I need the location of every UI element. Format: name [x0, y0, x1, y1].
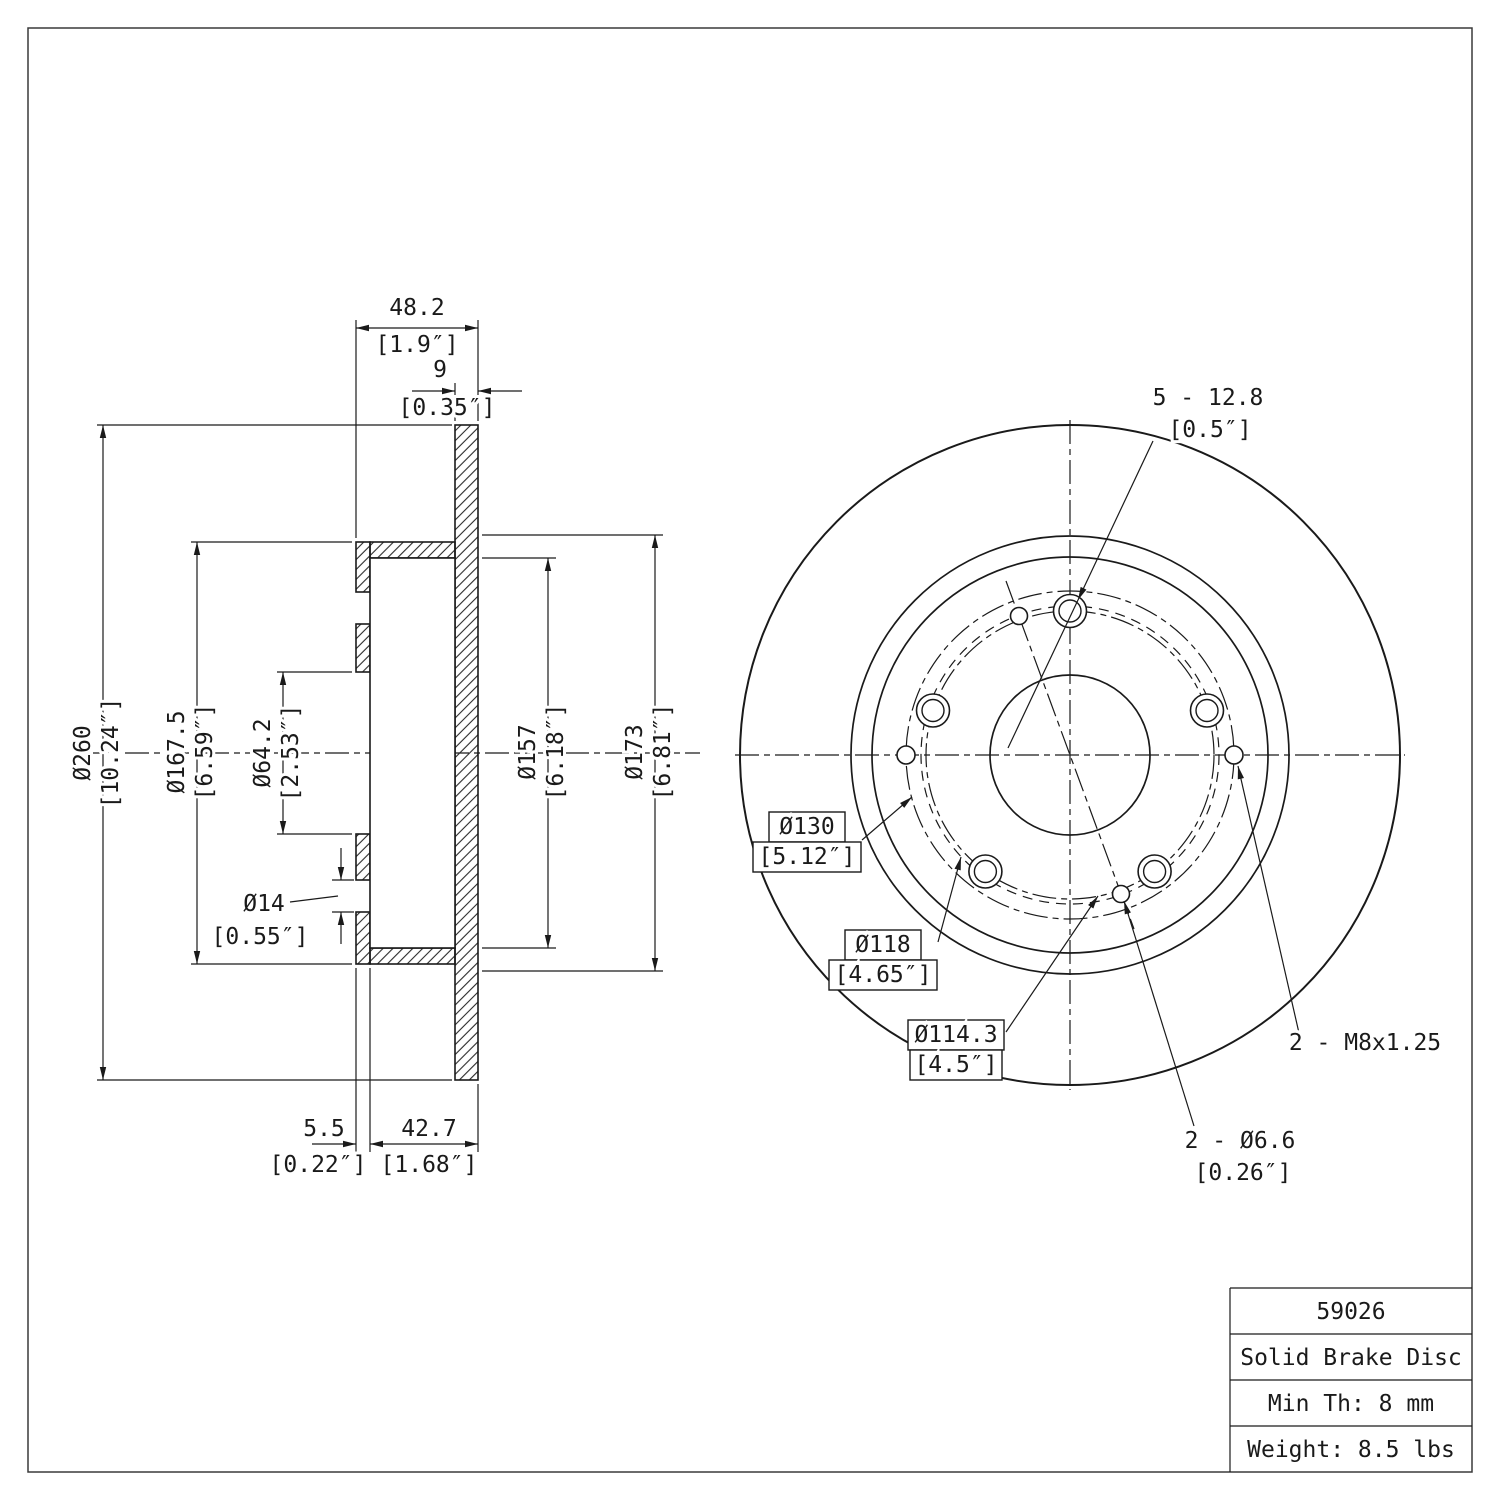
front-centerline-diagonal [1005, 580, 1135, 930]
mount-face-seg4 [355, 911, 371, 965]
dim-center-bore: Ø64.2 [2.53″] [247, 671, 352, 835]
friction-inner-circle [850, 535, 1290, 975]
bc1143-in-label: [4.5″] [914, 1052, 997, 1078]
bc118-in-label: [4.65″] [835, 962, 932, 988]
dim-plate-thickness: 9 [0.35″] [396, 354, 522, 424]
hat-depth-in-label: [1.68″] [381, 1152, 478, 1178]
hat-depth-mm-label: 42.7 [401, 1116, 456, 1142]
hat-inner-in-label: [6.18″] [543, 704, 569, 801]
hat-dia-in-label: [6.59″] [192, 704, 218, 801]
title-block: 59026 Solid Brake Disc Min Th: 8 mm Weig… [1229, 1287, 1472, 1472]
mount-face-seg2 [355, 623, 371, 673]
hat-wall-top-section [369, 541, 456, 559]
hat-wall-bottom-section [369, 947, 456, 965]
disc-plate-section [454, 424, 479, 1081]
hat-cavity [369, 557, 456, 949]
bc130-mm-label: Ø130 [779, 814, 834, 840]
part-number: 59026 [1316, 1299, 1385, 1325]
m8-callout-label: 2 - M8x1.25 [1289, 1030, 1441, 1056]
center-bore-circle [989, 674, 1151, 836]
product-name: Solid Brake Disc [1240, 1345, 1462, 1371]
outer-diameter-circle [739, 424, 1401, 1086]
callout-lug-holes: 5 - 12.8 [0.5″] [1007, 382, 1266, 749]
bore-mm-label: Ø64.2 [250, 718, 276, 787]
plate-thickness-mm-label: 9 [433, 357, 447, 383]
hat-inner-mm-label: Ø157 [515, 724, 541, 779]
m8-thread-hole [1224, 745, 1244, 765]
hat-wall-in-label: [0.22″] [270, 1152, 367, 1178]
bore-in-label: [2.53″] [278, 705, 304, 802]
bc130-in-label: [5.12″] [759, 844, 856, 870]
page-border [27, 27, 1473, 1473]
mount-hole-mm-label: Ø14 [243, 891, 285, 917]
dim-outer-diameter: Ø260 [10.24″] [67, 424, 452, 1081]
dim-overall-width: 48.2 [1.9″] [355, 292, 479, 538]
front-view: 5 - 12.8 [0.5″] Ø130 [5.12″] Ø118 [4.65″… [735, 382, 1444, 1189]
lug-callout-mm-label: 5 - 12.8 [1153, 385, 1264, 411]
hat-wall-mm-label: 5.5 [303, 1116, 345, 1142]
dim-hat-wall: 5.5 [0.22″] 42.7 [1.68″] [267, 968, 480, 1181]
min-thickness: Min Th: 8 mm [1268, 1391, 1434, 1417]
set-screw-mm-label: 2 - Ø6.6 [1185, 1128, 1296, 1154]
friction-inner-mm-label: Ø173 [622, 724, 648, 779]
lug-hole-chamfer [1142, 859, 1167, 884]
lug-hole-chamfer [1058, 599, 1082, 623]
hat-inner-circle [871, 556, 1269, 954]
bolt-circle-114 [925, 610, 1215, 900]
hat-dia-mm-label: Ø167.5 [164, 710, 190, 793]
plate-thickness-in-label: [0.35″] [399, 395, 496, 421]
callout-bc130: Ø130 [5.12″] [752, 796, 913, 873]
bc1143-mm-label: Ø114.3 [914, 1022, 997, 1048]
weight: Weight: 8.5 lbs [1247, 1437, 1455, 1463]
lug-hole-chamfer [921, 698, 945, 723]
overall-width-mm-label: 48.2 [389, 295, 444, 321]
lug-hole-chamfer [1195, 698, 1219, 723]
callout-set-screw-holes: 2 - Ø6.6 [0.26″] [1123, 900, 1298, 1189]
dim-mount-hole: Ø14 [0.55″] [209, 848, 354, 953]
section-view: Ø260 [10.24″] Ø167.5 [6.59″] Ø64.2 [2.53… [67, 292, 700, 1181]
set-screw-hole [1009, 606, 1029, 626]
lug-hole-chamfer [973, 859, 998, 884]
dim-hat-inner-diameter: Ø157 [6.18″] [482, 557, 572, 949]
callout-bc1143: Ø114.3 [4.5″] [907, 895, 1099, 1081]
dim-hat-diameter: Ø167.5 [6.59″] [161, 541, 352, 965]
lug-holes [915, 593, 1225, 889]
friction-inner-in-label: [6.81″] [650, 704, 676, 801]
callout-m8-holes: 2 - M8x1.25 [1237, 765, 1444, 1059]
dim-friction-inner-diameter: Ø173 [6.81″] [482, 534, 679, 972]
m8-thread-hole [896, 745, 916, 765]
bc118-mm-label: Ø118 [855, 932, 910, 958]
mount-face-seg1 [355, 541, 371, 593]
callout-bc118: Ø118 [4.65″] [828, 856, 962, 991]
outer-dia-mm-label: Ø260 [70, 725, 96, 780]
outer-dia-in-label: [10.24″] [98, 698, 124, 809]
lug-callout-in-label: [0.5″] [1168, 417, 1251, 443]
overall-width-in-label: [1.9″] [375, 332, 458, 358]
mount-hole-in-label: [0.55″] [212, 924, 309, 950]
set-screw-hole [1111, 884, 1131, 904]
set-screw-in-label: [0.26″] [1195, 1160, 1292, 1186]
mount-face-seg3 [355, 833, 371, 881]
